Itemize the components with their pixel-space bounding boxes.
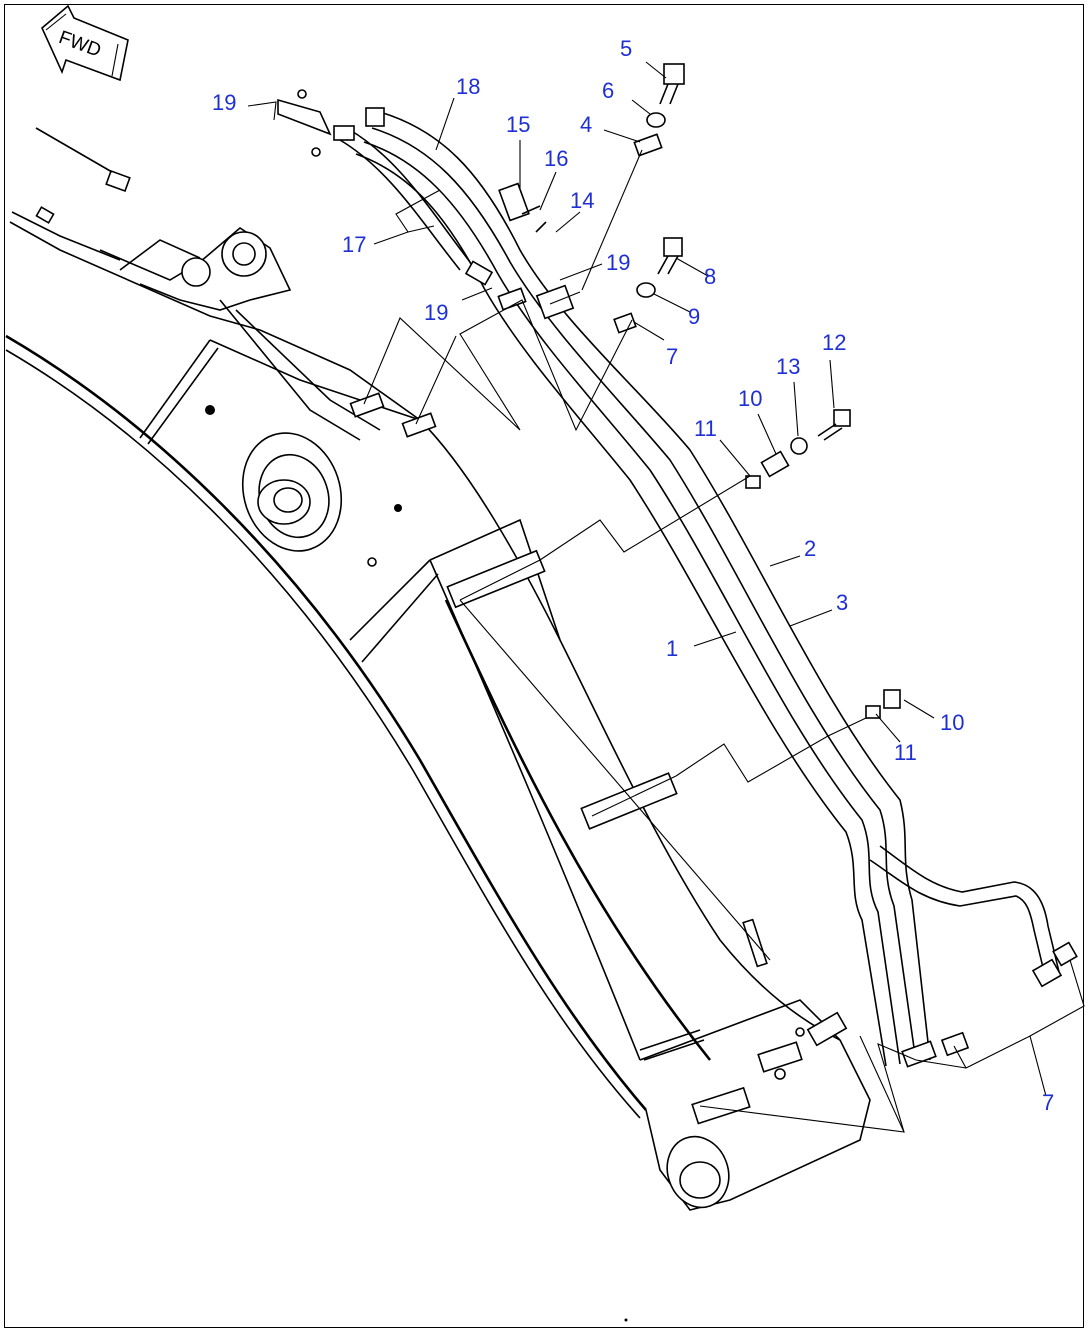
- callout-16: 16: [544, 146, 568, 171]
- callout-18: 18: [456, 74, 480, 99]
- leader-lines: [247, 61, 1085, 1133]
- callout-19: 19: [212, 90, 236, 115]
- boom-body: [5, 127, 871, 1211]
- fwd-arrow: FWD: [41, 4, 129, 82]
- callout-4: 4: [580, 112, 592, 137]
- callouts: 5 6 4 18 19 15 16 14 17 19 8 19 9 7 12 1…: [212, 36, 1054, 1115]
- callout-2: 2: [804, 536, 816, 561]
- callout-3: 3: [836, 590, 848, 615]
- callout-9: 9: [688, 304, 700, 329]
- callout-15: 15: [506, 112, 530, 137]
- callout-14: 14: [570, 188, 594, 213]
- callout-19: 19: [424, 300, 448, 325]
- callout-12: 12: [822, 330, 846, 355]
- callout-1: 1: [666, 636, 678, 661]
- callout-7: 7: [1042, 1090, 1054, 1115]
- callout-5: 5: [620, 36, 632, 61]
- callout-11: 11: [694, 416, 717, 441]
- diagram-frame: [4, 4, 1084, 1328]
- callout-11: 11: [894, 740, 917, 765]
- fwd-label: FWD: [56, 27, 104, 62]
- callout-13: 13: [776, 354, 800, 379]
- pipe-assembly: [277, 63, 1078, 1068]
- callout-10: 10: [738, 386, 762, 411]
- callout-17: 17: [342, 232, 366, 257]
- callout-7: 7: [666, 344, 678, 369]
- callout-10: 10: [940, 710, 964, 735]
- callout-8: 8: [704, 264, 716, 289]
- callout-6: 6: [602, 78, 614, 103]
- callout-19: 19: [606, 250, 630, 275]
